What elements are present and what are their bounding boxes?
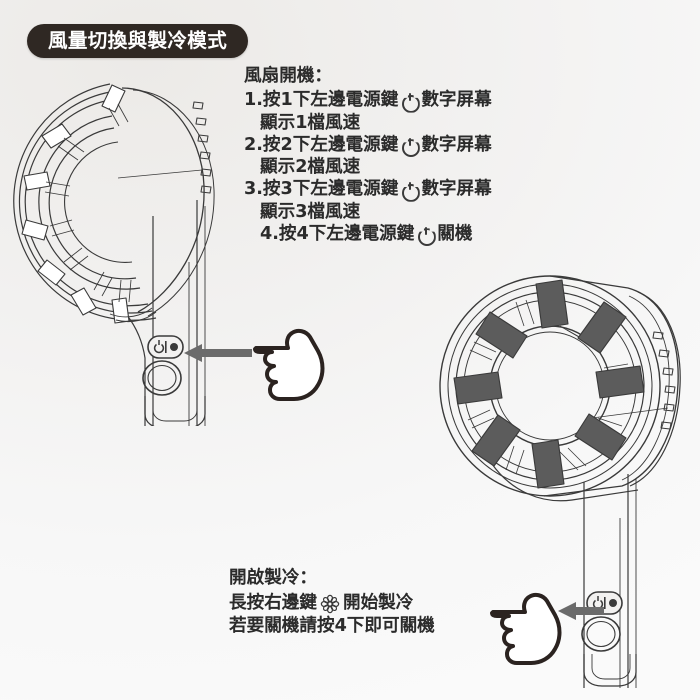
fan-power-step-4: 4.按4下左邊電源鍵 關機	[244, 225, 504, 244]
cooling-instructions: 開啟製冷： 長按右邊鍵	[229, 568, 519, 639]
cooling-heading: 開啟製冷：	[229, 568, 317, 588]
cooling-line-1: 長按右邊鍵 開始製冷	[229, 594, 519, 614]
snowflake-icon	[320, 594, 340, 614]
fan-power-step-2-continuation: 顯示2檔風速	[260, 157, 361, 178]
step-4-prefix: 4.按4下左邊電源鍵	[260, 224, 415, 245]
fan-power-step-1: 1.按1下左邊電源鍵 數字屏幕	[244, 92, 504, 111]
pointer-arrow-to-power-button	[184, 344, 252, 362]
power-icon	[400, 136, 419, 155]
left-fan-power-button-panel	[147, 335, 184, 359]
handheld-fan-left-illustration	[13, 83, 215, 426]
page-title-badge: 風量切換與製冷模式	[27, 24, 249, 58]
power-icon	[400, 181, 419, 200]
step-4-suffix: 關機	[437, 224, 473, 245]
step-3-suffix: 數字屏幕	[421, 179, 492, 200]
pointer-arrow-to-cooling-button	[558, 602, 604, 620]
fan-power-instructions: 風扇開機： 1.按1下左邊電源鍵 數字屏幕 顯示1檔風速 2.按2下左邊電源鍵 …	[244, 66, 504, 248]
fan-power-step-2: 2.按2下左邊電源鍵 數字屏幕	[244, 136, 504, 155]
fan-power-step-3-continuation: 顯示3檔風速	[260, 201, 361, 222]
fan-power-step-3: 3.按3下左邊電源鍵 數字屏幕	[244, 181, 504, 200]
step-2-prefix: 2.按2下左邊電源鍵	[244, 134, 399, 155]
fan-power-heading: 風扇開機：	[244, 66, 332, 86]
fan-power-step-1-continuation: 顯示1檔風速	[260, 112, 361, 133]
power-icon	[400, 92, 419, 111]
cooling-line-1-prefix: 長按右邊鍵	[229, 592, 317, 613]
handheld-fan-right-illustration	[439, 275, 681, 688]
page-title: 風量切換與製冷模式	[48, 29, 228, 53]
pointing-hand-icon	[490, 592, 562, 665]
step-3-prefix: 3.按3下左邊電源鍵	[244, 179, 399, 200]
step-2-suffix: 數字屏幕	[421, 134, 492, 155]
cooling-line-1-suffix: 開始製冷	[342, 592, 414, 613]
left-fan-round-button	[142, 360, 182, 396]
right-fan-round-button	[581, 616, 621, 652]
step-1-suffix: 數字屏幕	[421, 90, 492, 111]
cooling-line-2: 若要關機請按4下即可關機	[229, 615, 435, 636]
step-1-prefix: 1.按1下左邊電源鍵	[244, 90, 399, 111]
power-icon	[416, 225, 435, 244]
pointing-hand-icon	[253, 328, 325, 401]
